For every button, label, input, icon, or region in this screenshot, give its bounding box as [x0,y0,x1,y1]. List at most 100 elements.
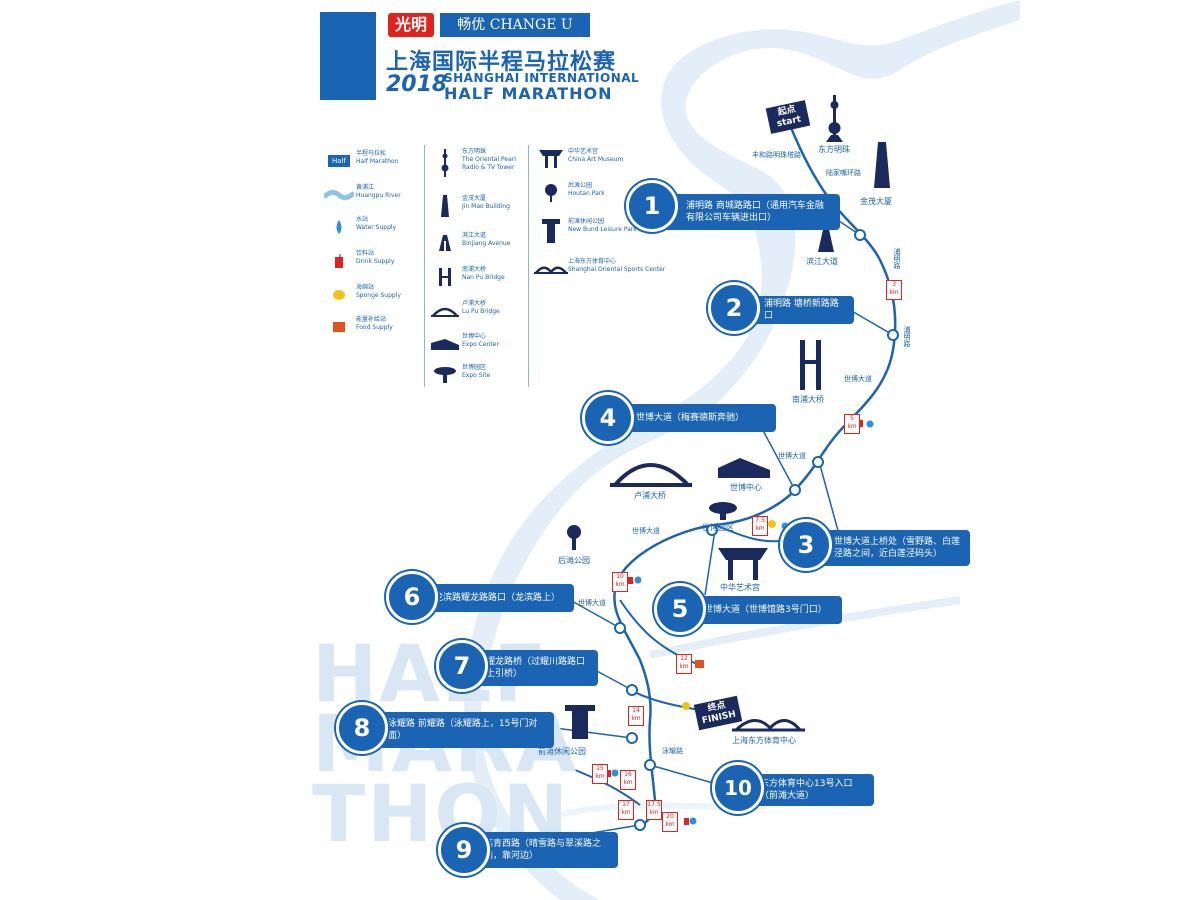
km-marker: 15 km [592,764,608,784]
legend-label-en: Jin Mao Building [462,203,510,210]
water-drop-icon [611,769,619,777]
legend-label-en: Drink Supply [356,258,395,265]
checkpoint-text: 东方体育中心13号入口（前滩大道） [760,779,853,801]
checkpoint-6-number: 6 [386,571,438,623]
legend-label-en: Food Supply [356,324,393,331]
huangpu-river [464,0,1020,900]
race-route [613,124,897,830]
checkpoint-1-callout: 浦明路 商城路路口（通用汽车金融有限公司车辆进出口） [654,194,840,230]
checkpoint-9-callout: 高青西路（晴雪路与翠溪路之间，靠河边） [466,832,618,868]
legend-label-en: Houtan Park [568,190,605,197]
food-box-icon [333,322,345,332]
drink-cup-icon [606,770,611,777]
legend-label-cn: 能量补给站 [356,316,387,323]
checkpoint-6-callout: 龙滨路耀龙路路口（龙滨路上） [414,584,574,612]
legend-label-cn: 金茂大厦 [462,195,487,202]
km-marker: 3 km [886,280,902,300]
water-drop-icon [336,220,342,234]
label-expo-center: 世博中心 [730,483,762,492]
checkpoint-text: 浦明路 商城路路口（通用汽车金融有限公司车辆进出口） [686,201,824,223]
legend-label-cn: 世博中心 [462,333,487,340]
legend-label-cn: 海绵站 [356,284,375,291]
new-bund-leisure-park-icon [542,219,560,243]
label-nanpu: 南浦大桥 [792,395,824,404]
km-marker: 7.5 km [752,516,768,536]
tributary [649,596,961,659]
lupu-bridge-icon [610,463,692,487]
sponsor-guangming-logo: 光明 [388,13,434,37]
china-art-museum-icon [718,548,768,580]
legend-label-cn: 黄浦江 [356,184,375,191]
legend-divider [424,145,425,387]
title-year: 2018 [386,72,448,97]
sports-center-icon [732,719,805,732]
checkpoint-5-number: 5 [654,583,706,635]
checkpoint-7-number: 7 [436,640,488,692]
pearl-tower-icon [441,149,449,177]
checkpoint-text: 世博大道（世博馆路3号门口） [704,605,827,615]
legend-label-cn: 后滩公园 [568,182,593,189]
legend-label-cn: 半程马拉松 [356,150,387,157]
legend-label-cn: 水站 [356,216,369,223]
legend-label-en: Huangpu River [356,192,401,199]
race-route-branch [574,769,641,806]
jinmao-building-icon [874,142,890,188]
legend-label-en: Lu Pu Bridge [462,308,500,315]
road-shibo-3: 世博大道 [632,527,660,535]
km-marker: 17.5 km [646,800,662,820]
legend-label-cn: 上海东方体育中心 [568,258,617,265]
water-drop-icon [634,576,642,584]
legend-label-cn: 世博园区 [462,364,487,371]
water-drop-icon [689,817,697,825]
new-bund-leisure-park-icon [565,705,595,739]
checkpoint-text: 浦明路 塘桥新路路口 [764,299,839,321]
lupu-bridge-icon [431,307,459,317]
checkpoint-8-callout: 泳耀路 前耀路（泳耀路上，15号门对面） [366,712,554,748]
legend-label-en: Binjiang Avenue [462,240,511,247]
pearl-tower-icon [826,95,843,142]
km-marker: 20 km [662,812,678,832]
sponge-icon [768,520,776,528]
legend-label-en: Shanghai Oriental Sports Center [568,266,666,273]
legend-label-en: Expo Center [462,341,499,348]
expo-site-icon [709,502,737,520]
label-houtan: 后滩公园 [558,556,590,565]
checkpoint-text: 耀龙路桥（过耀川路路口上引桥） [486,657,586,679]
houtan-park-icon [567,525,581,550]
checkpoint-text: 高青西路（晴雪路与翠溪路之间，靠河边） [484,839,602,861]
checkpoint-markers [614,229,899,831]
supply-icons [606,420,874,825]
checkpoint-8-number: 8 [336,702,388,754]
road-puming-1: 浦明路 [893,248,901,269]
legend-label-cn: 东方明珠 [462,148,487,155]
title-chinese: 上海国际半程马拉松赛 [386,50,617,75]
nanpu-bridge-icon [439,268,451,286]
sports-center-icon [534,266,568,275]
road-yongyao: 泳耀路 [662,747,683,755]
drink-cup-icon [858,420,863,427]
label-jinmao: 金茂大厦 [860,197,892,206]
checkpoint-text: 世博大道（梅赛德斯奔驰） [636,413,745,423]
checkpoint-2-number: 2 [708,282,760,334]
legend-label-en: Half Marathon [356,158,399,165]
road-shibo-4: 世博大道 [578,599,606,607]
label-sports-center: 上海东方体育中心 [732,736,796,745]
checkpoint-3-callout: 世博大道上桥处（雪野路、白莲泾路之间，近白莲泾码头） [810,530,970,566]
drink-cup-icon [335,254,343,268]
nanpu-bridge-icon [800,340,821,390]
legend-label-en: New Bund Leisure Park [568,226,637,233]
km-marker: 5 km [844,414,860,434]
checkpoint-text: 世博大道上桥处（雪野路、白莲泾路之间，近白莲泾码头） [834,537,961,559]
sponge-icon [682,702,690,710]
china-art-museum-icon [539,150,563,168]
